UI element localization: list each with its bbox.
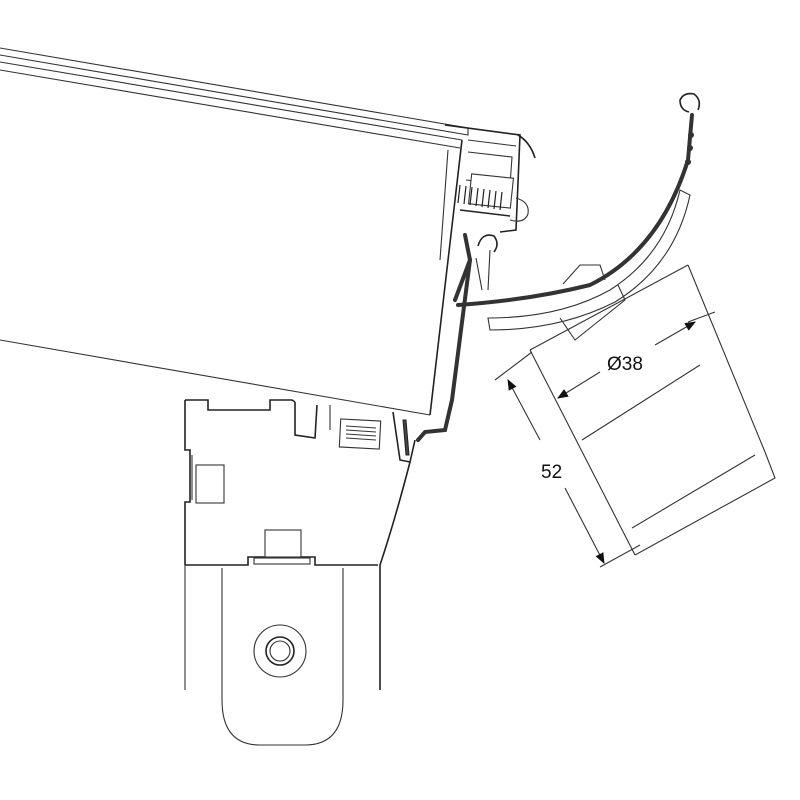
panel-body bbox=[0, 47, 469, 416]
dimension-diameter: Ø38 bbox=[557, 311, 716, 399]
rail-profile bbox=[416, 233, 498, 442]
bottom-bar bbox=[221, 568, 344, 746]
top-end-cap bbox=[444, 124, 536, 233]
lower-housing bbox=[184, 399, 416, 690]
length-label: 52 bbox=[541, 462, 562, 483]
bracket-saddle bbox=[487, 189, 691, 341]
cylinder-cap bbox=[529, 264, 776, 556]
dimension-length: 52 bbox=[494, 351, 641, 568]
curved-arm bbox=[456, 92, 701, 307]
diameter-label: Ø38 bbox=[607, 354, 643, 375]
